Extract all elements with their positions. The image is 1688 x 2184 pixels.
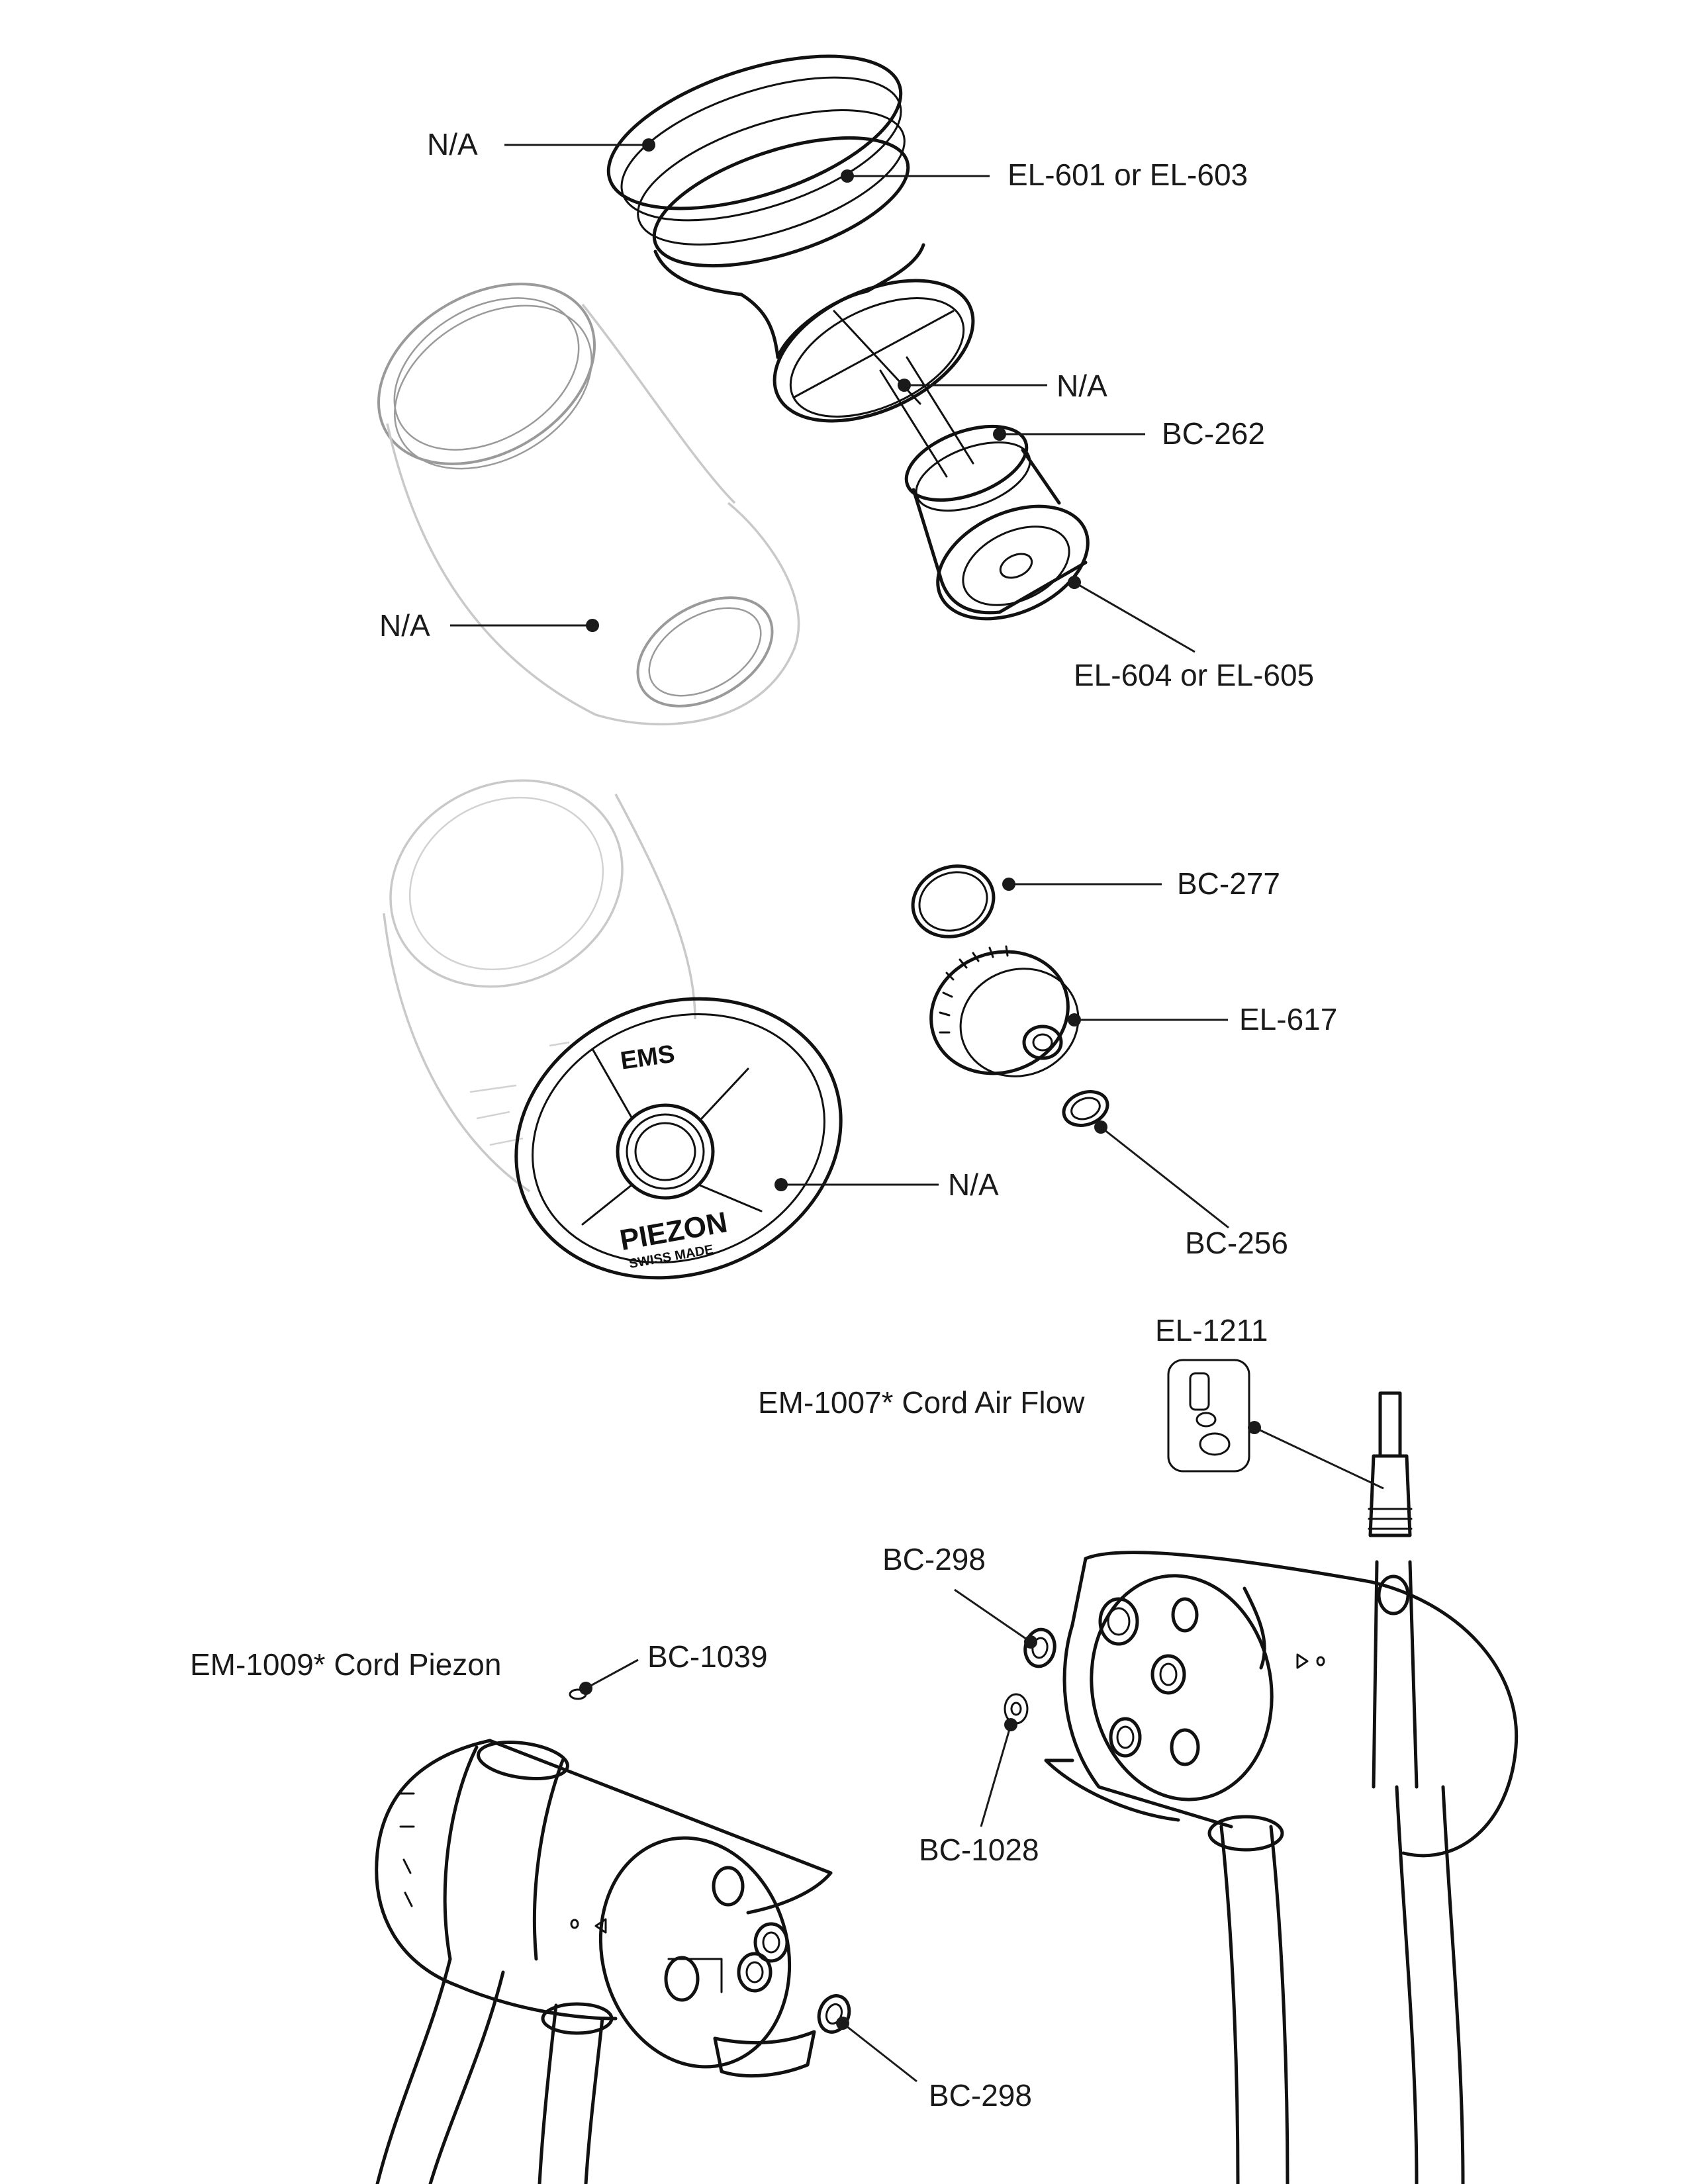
- label-el-1211: EL-1211: [1155, 1313, 1268, 1347]
- air-flow-cord-drawing: [1044, 1391, 1519, 2184]
- piezon-cord-drawing: [375, 1688, 833, 2184]
- label-bottle: N/A: [379, 608, 430, 643]
- label-bc-262: BC-262: [1162, 416, 1265, 451]
- label-bc-1028: BC-1028: [919, 1833, 1039, 1867]
- o-ring-icon: [911, 864, 996, 938]
- label-bc-277: BC-277: [1177, 866, 1280, 901]
- label-bc-1039: BC-1039: [647, 1639, 768, 1674]
- label-bottle-cap: N/A: [427, 127, 478, 161]
- bottle-cap-drawing: [606, 54, 910, 268]
- ems-logo: EMS: [619, 1040, 677, 1075]
- el-1211-kit-box: [1167, 1359, 1250, 1473]
- bottle-drawing: [377, 283, 800, 726]
- filter-icon: [929, 945, 1109, 1127]
- label-bc-298-bottom: BC-298: [929, 2078, 1032, 2113]
- label-em-1007: EM-1007* Cord Air Flow: [758, 1385, 1085, 1420]
- o-ring-icon: [817, 1994, 851, 2034]
- label-el-604-605: EL-604 or EL-605: [1074, 658, 1314, 692]
- label-em-1009: EM-1009* Cord Piezon: [190, 1647, 501, 1682]
- label-el-617: EL-617: [1239, 1002, 1337, 1036]
- label-bc-298-top: BC-298: [882, 1542, 986, 1576]
- label-cross-na: N/A: [1056, 369, 1107, 403]
- callout-labels: N/A EL-601 or EL-603 N/A BC-262 N/A EL-6…: [190, 127, 1337, 2113]
- label-front-cover: N/A: [948, 1167, 999, 1202]
- label-bc-256: BC-256: [1185, 1226, 1288, 1260]
- filter-adapter-drawing: [653, 243, 1090, 621]
- front-cover-bottle-drawing: [383, 779, 696, 1193]
- leader-lines: [450, 138, 1384, 2083]
- front-cover-drawing: EMS PIEZON SWISS MADE: [514, 997, 843, 1280]
- label-el-601-603: EL-601 or EL-603: [1008, 158, 1248, 192]
